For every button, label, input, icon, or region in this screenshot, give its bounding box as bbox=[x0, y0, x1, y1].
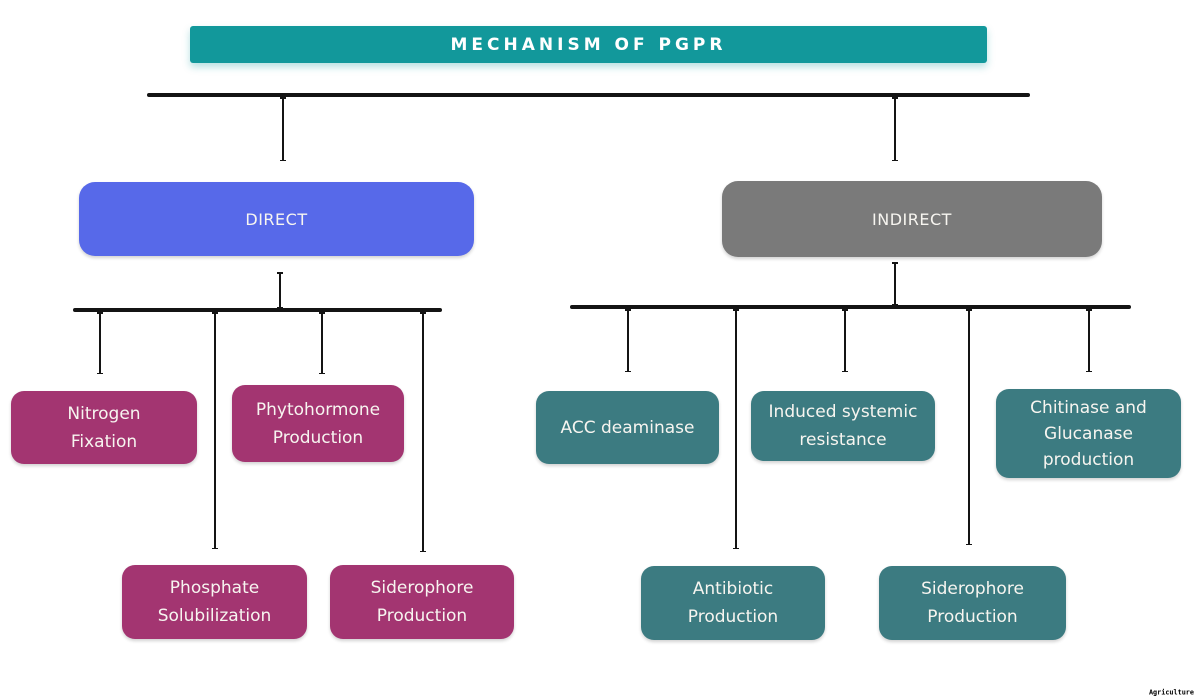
connector-direct-drop-1 bbox=[97, 312, 102, 374]
connector-top-bar bbox=[147, 93, 1030, 97]
node-acc-deaminase: ACC deaminase bbox=[536, 391, 719, 464]
node-label-line: Phytohormone bbox=[255, 399, 381, 420]
node-indirect-label: INDIRECT bbox=[872, 209, 952, 229]
node-label-line: Chitinase and bbox=[1030, 397, 1147, 418]
node-chitinase-glucanase-production: Chitinase and Glucanase production bbox=[996, 389, 1181, 478]
node-label-line: Antibiotic bbox=[692, 579, 774, 599]
connector-direct-drop-3 bbox=[319, 312, 324, 374]
node-label-line: Fixation bbox=[70, 431, 138, 452]
connector-indirect-drop-5 bbox=[1086, 309, 1091, 372]
connector-indirect-drop-4 bbox=[966, 309, 971, 545]
node-label-line: Solubilization bbox=[157, 606, 272, 626]
node-label-line: Phosphate bbox=[169, 578, 260, 598]
node-label-line: Production bbox=[927, 607, 1018, 627]
node-phytohormone-production: Phytohormone Production bbox=[232, 385, 404, 462]
node-label-line: Nitrogen bbox=[67, 403, 141, 424]
node-indirect: INDIRECT bbox=[722, 181, 1102, 257]
node-label-line: production bbox=[1042, 449, 1135, 470]
node-direct: DIRECT bbox=[79, 182, 474, 256]
diagram-title: MECHANISM OF PGPR bbox=[190, 26, 987, 63]
watermark-text: Agriculture bbox=[1148, 688, 1194, 696]
node-induced-systemic-resistance: Induced systemic resistance bbox=[751, 391, 935, 461]
node-siderophore-production-indirect: Siderophore Production bbox=[879, 566, 1066, 640]
connector-direct-bar bbox=[73, 308, 442, 312]
connector-top-to-indirect bbox=[892, 97, 897, 161]
connector-indirect-drop-2 bbox=[733, 309, 738, 549]
node-label-line: ACC deaminase bbox=[560, 417, 695, 438]
node-antibiotic-production: Antibiotic Production bbox=[641, 566, 825, 640]
node-label-line: Induced systemic bbox=[768, 402, 918, 422]
node-label-line: Siderophore bbox=[370, 578, 474, 598]
node-phosphate-solubilization: Phosphate Solubilization bbox=[122, 565, 307, 639]
connector-indirect-bar bbox=[570, 305, 1131, 309]
node-label-line: Production bbox=[687, 607, 779, 627]
connector-indirect-stem bbox=[892, 262, 897, 305]
node-label-line: Production bbox=[376, 606, 468, 626]
node-label-line: Production bbox=[272, 427, 364, 448]
node-label-line: Siderophore bbox=[921, 579, 1024, 599]
node-label-line: Glucanase bbox=[1044, 423, 1133, 444]
node-nitrogen-fixation: Nitrogen Fixation bbox=[11, 391, 197, 464]
connector-direct-stem bbox=[277, 272, 282, 308]
node-label-line: resistance bbox=[799, 430, 887, 450]
connector-indirect-drop-3 bbox=[842, 309, 847, 372]
connector-top-to-direct bbox=[280, 97, 285, 161]
connector-direct-drop-4 bbox=[420, 312, 425, 552]
node-direct-label: DIRECT bbox=[245, 209, 308, 229]
connector-direct-drop-2 bbox=[212, 312, 217, 549]
node-siderophore-production-direct: Siderophore Production bbox=[330, 565, 514, 639]
connector-indirect-drop-1 bbox=[625, 309, 630, 372]
